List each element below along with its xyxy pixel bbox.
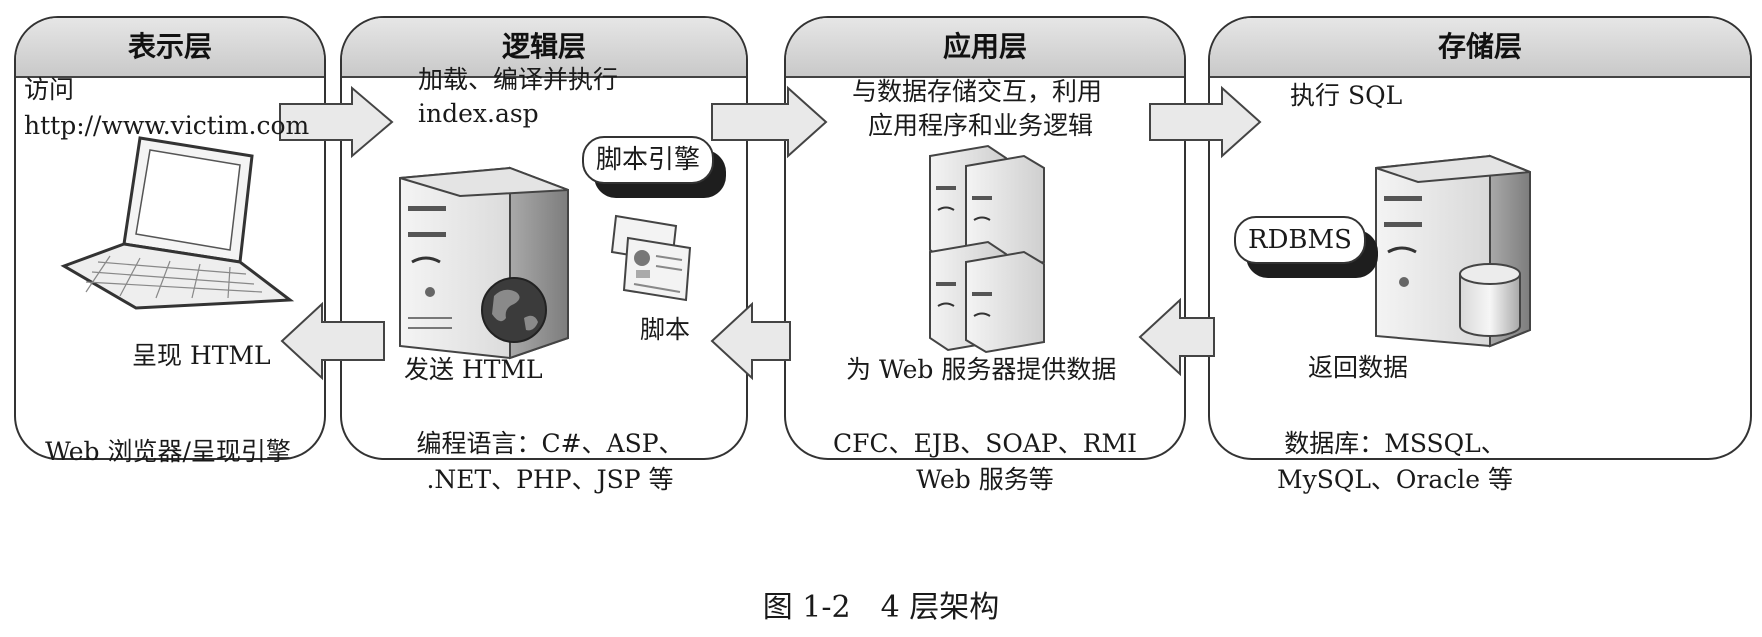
execute-sql-label: 执行 SQL — [1290, 81, 1403, 110]
rdbms-badge: RDBMS — [1234, 216, 1378, 278]
send-html-label: 发送 HTML — [404, 355, 543, 384]
access-label: 访问 — [24, 75, 75, 104]
load-compile-label: 加载、编译并执行 — [418, 65, 619, 94]
application-tech-line-1: CFC、EJB、SOAP、RMI — [832, 429, 1138, 458]
interact-datastore-label: 与数据存储交互，利用 — [852, 77, 1103, 106]
arrow-left-response-1 — [280, 301, 385, 381]
web-server-icon — [399, 166, 569, 360]
render-html-label: 呈现 HTML — [132, 341, 271, 370]
tier-application-title: 应用层 — [786, 18, 1184, 78]
script-label: 脚本 — [640, 315, 691, 344]
application-tech-label: CFC、EJB、SOAP、RMI Web 服务等 — [800, 426, 1170, 498]
database-cylinder-icon — [1459, 263, 1521, 337]
tier-logic-title: 逻辑层 — [342, 18, 746, 78]
arrow-right-request-3 — [1149, 85, 1262, 159]
presentation-tech-label: Web 浏览器/呈现引擎 — [14, 434, 322, 470]
logic-tech-label: 编程语言：C#、ASP、 .NET、PHP、JSP 等 — [370, 426, 730, 498]
figure-caption: 图 1-2 4 层架构 — [762, 590, 1000, 625]
return-data-label: 返回数据 — [1308, 353, 1409, 382]
tier-presentation-title: 表示层 — [16, 18, 324, 78]
storage-tech-line-1: 数据库：MSSQL、 — [1284, 429, 1506, 458]
tier-storage-title: 存储层 — [1210, 18, 1750, 78]
logic-tech-line-2: .NET、PHP、JSP 等 — [426, 465, 674, 494]
arrow-right-request-2 — [711, 85, 828, 159]
tier-presentation: 表示层 — [14, 16, 326, 460]
application-tech-line-2: Web 服务等 — [916, 465, 1054, 494]
business-logic-label: 应用程序和业务逻辑 — [868, 111, 1094, 140]
laptop-icon — [60, 136, 295, 310]
arrow-right-request-1 — [279, 85, 394, 159]
script-document-icon — [610, 214, 692, 302]
application-server-stack-icon — [929, 144, 1045, 354]
script-engine-badge: 脚本引擎 — [582, 136, 727, 198]
rdbms-label: RDBMS — [1234, 216, 1366, 264]
access-url: http://www.victim.com — [24, 111, 310, 140]
index-asp-label: index.asp — [418, 99, 539, 128]
globe-icon — [481, 277, 547, 343]
arrow-left-response-3 — [1138, 297, 1215, 377]
storage-tech-label: 数据库：MSSQL、 MySQL、Oracle 等 — [1230, 426, 1560, 498]
script-engine-label: 脚本引擎 — [582, 136, 715, 184]
logic-tech-line-1: 编程语言：C#、ASP、 — [416, 429, 684, 458]
arrow-left-response-2 — [710, 301, 791, 381]
provide-data-label: 为 Web 服务器提供数据 — [846, 355, 1117, 384]
storage-tech-line-2: MySQL、Oracle 等 — [1276, 465, 1514, 494]
presentation-tech-line: Web 浏览器/呈现引擎 — [45, 437, 291, 466]
